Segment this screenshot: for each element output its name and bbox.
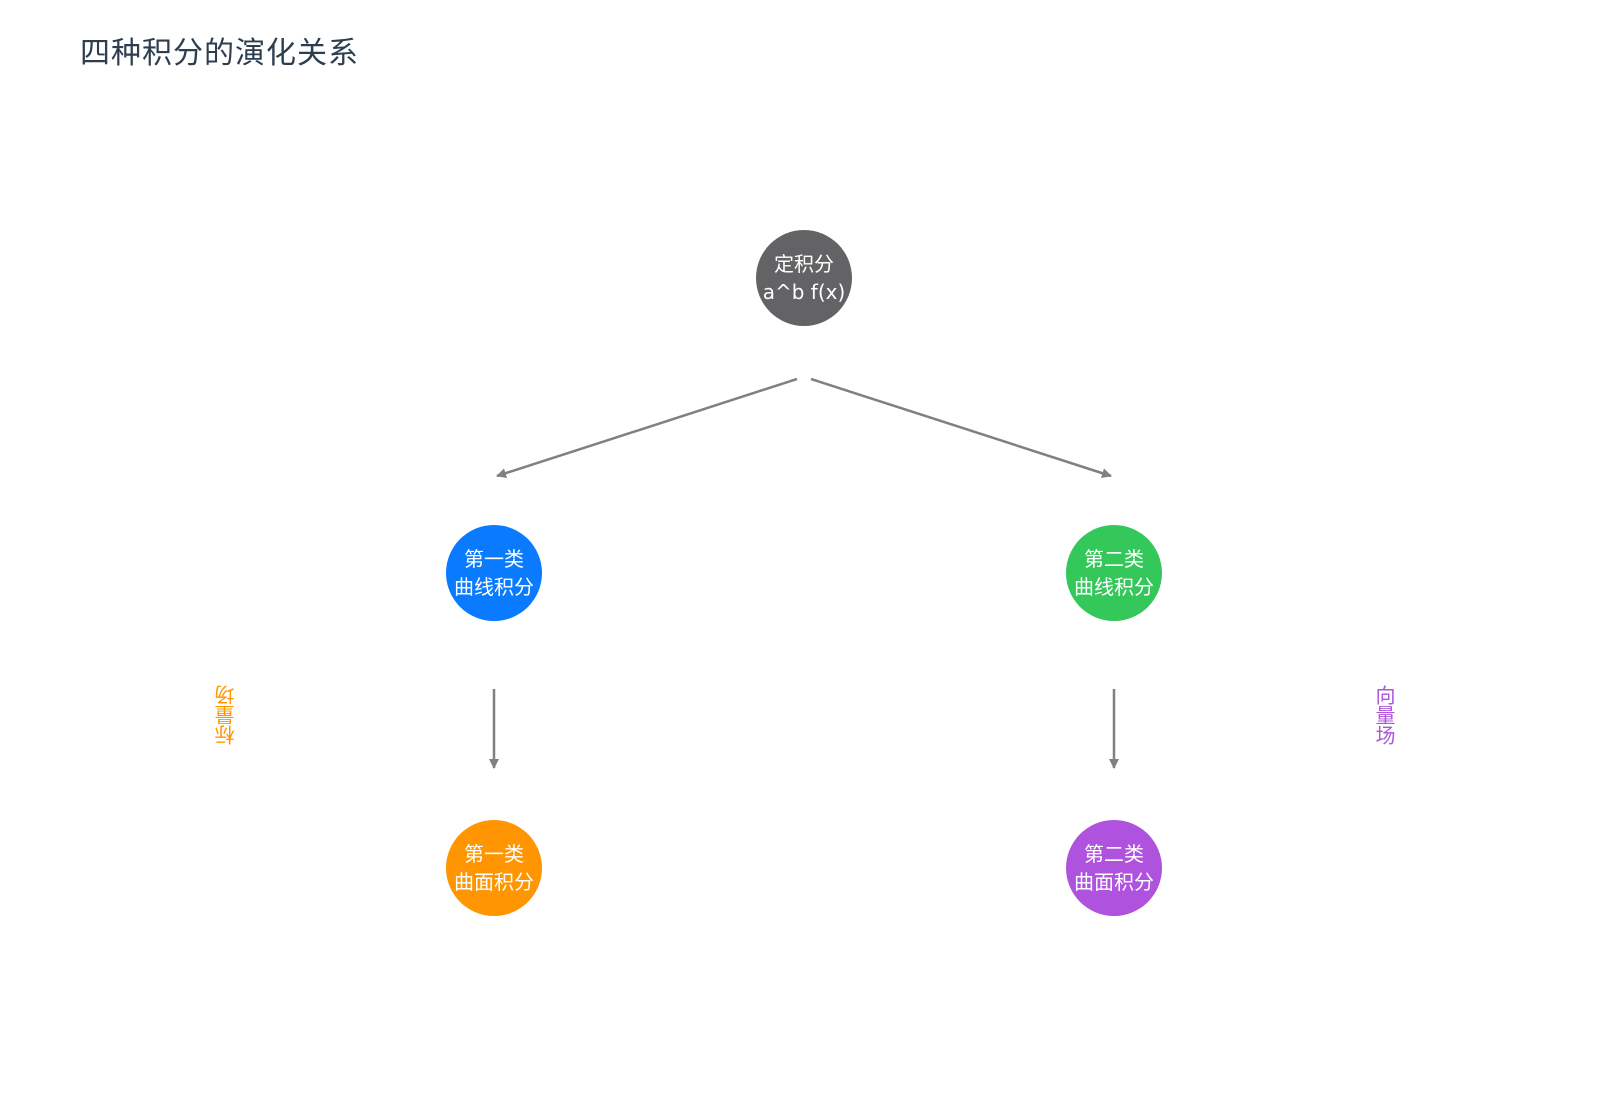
- node-line-integral-first-kind-line1: 第一类: [464, 547, 524, 571]
- node-line-integral-second-kind-line2: 曲线积分: [1074, 575, 1154, 599]
- node-surface-integral-second-kind-line1: 第二类: [1084, 842, 1144, 866]
- edge-root-to-line-first: [496, 377, 798, 478]
- scalar-field-label: 标量场: [214, 685, 238, 745]
- page-title: 四种积分的演化关系: [80, 36, 359, 71]
- node-definite-integral: 定积分 a^b f(x): [756, 230, 852, 326]
- node-surface-integral-first-kind: 第一类 曲面积分: [446, 820, 542, 916]
- node-surface-integral-second-kind: 第二类 曲面积分: [1066, 820, 1162, 916]
- node-surface-integral-first-kind-line2: 曲面积分: [454, 870, 534, 894]
- node-line-integral-second-kind-line1: 第二类: [1084, 547, 1144, 571]
- node-definite-integral-line1: 定积分: [774, 252, 834, 276]
- edge-root-to-line-second: [810, 377, 1112, 478]
- node-surface-integral-first-kind-line1: 第一类: [464, 842, 524, 866]
- vector-field-label: 向量场: [1372, 685, 1396, 745]
- node-line-integral-first-kind-line2: 曲线积分: [454, 575, 534, 599]
- node-line-integral-first-kind: 第一类 曲线积分: [446, 525, 542, 621]
- node-surface-integral-second-kind-line2: 曲面积分: [1074, 870, 1154, 894]
- node-definite-integral-line2: a^b f(x): [762, 280, 846, 304]
- node-line-integral-second-kind: 第二类 曲线积分: [1066, 525, 1162, 621]
